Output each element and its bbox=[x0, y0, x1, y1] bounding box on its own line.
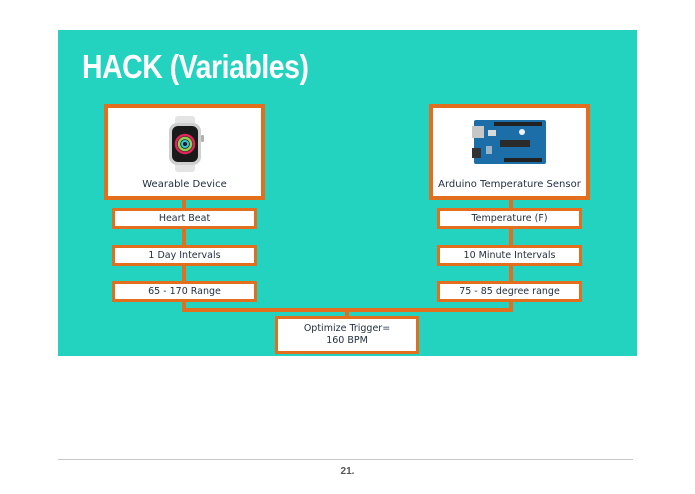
slide-title: HACK (Variables) bbox=[82, 48, 309, 85]
day-intervals-box: 1 Day Intervals bbox=[112, 245, 257, 266]
minute-intervals-box: 10 Minute Intervals bbox=[437, 245, 582, 266]
wearable-device-label: Wearable Device bbox=[142, 179, 227, 190]
arduino-sensor-label: Arduino Temperature Sensor bbox=[438, 179, 581, 190]
optimize-trigger-box: Optimize Trigger= 160 BPM bbox=[275, 316, 419, 354]
arduino-board-icon bbox=[471, 116, 548, 170]
page-number: 21. bbox=[340, 466, 355, 477]
footer-divider bbox=[58, 459, 633, 460]
slide: HACK (Variables) Wearable Device bbox=[58, 30, 637, 356]
wearable-device-card: Wearable Device bbox=[104, 104, 265, 200]
temperature-box: Temperature (F) bbox=[437, 208, 582, 229]
arduino-sensor-card: Arduino Temperature Sensor bbox=[429, 104, 590, 200]
result-connector bbox=[345, 308, 349, 318]
heart-beat-box: Heart Beat bbox=[112, 208, 257, 229]
optimize-trigger-label: Optimize Trigger= bbox=[303, 323, 391, 334]
heart-range-box: 65 - 170 Range bbox=[112, 281, 257, 302]
smartwatch-icon bbox=[155, 116, 215, 176]
temperature-range-box: 75 - 85 degree range bbox=[437, 281, 582, 302]
optimize-trigger-value: 160 BPM bbox=[326, 335, 368, 346]
